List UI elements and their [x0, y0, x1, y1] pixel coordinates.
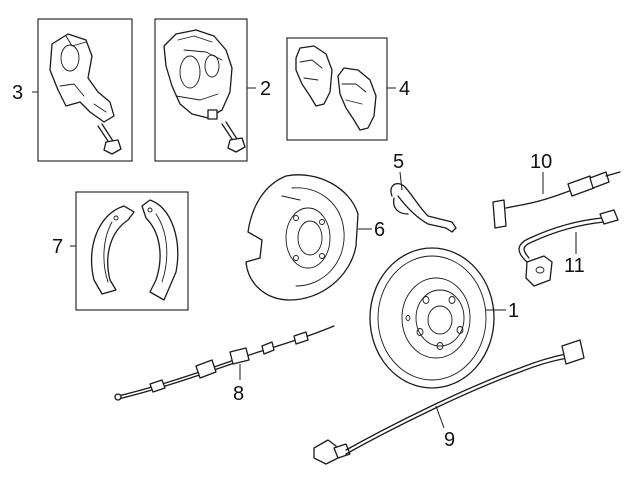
- callout-11: 11: [564, 255, 585, 277]
- callout-6: 6: [374, 219, 385, 241]
- part-parking-brake-cable: 8: [114, 325, 335, 405]
- part-speed-sensor: 9: [313, 339, 585, 465]
- callout-2: 2: [260, 78, 271, 100]
- callout-1: 1: [508, 300, 519, 322]
- box-brake-shoes: [75, 191, 189, 311]
- callout-4: 4: [399, 78, 410, 100]
- part-spring-clip: 5: [390, 151, 457, 233]
- part-brake-pads: 4: [286, 37, 410, 141]
- part-brake-shoes: 7: [52, 191, 189, 311]
- part-dust-shield: 6: [245, 174, 385, 301]
- callout-5: 5: [393, 151, 404, 173]
- box-caliper: [154, 18, 248, 162]
- callout-8: 8: [233, 383, 244, 405]
- part-caliper: 2: [154, 18, 271, 162]
- callout-7: 7: [52, 236, 63, 258]
- part-brake-rotor: 1: [369, 247, 519, 389]
- callout-10: 10: [530, 151, 552, 173]
- box-caliper-bracket: [37, 18, 133, 162]
- box-brake-pads: [286, 37, 388, 141]
- callout-3: 3: [12, 82, 23, 104]
- callout-9: 9: [444, 429, 455, 451]
- part-wear-sensor-rear: 11: [518, 209, 619, 287]
- part-caliper-bracket: 3: [12, 18, 133, 162]
- part-wear-sensor-front: 10: [492, 151, 621, 229]
